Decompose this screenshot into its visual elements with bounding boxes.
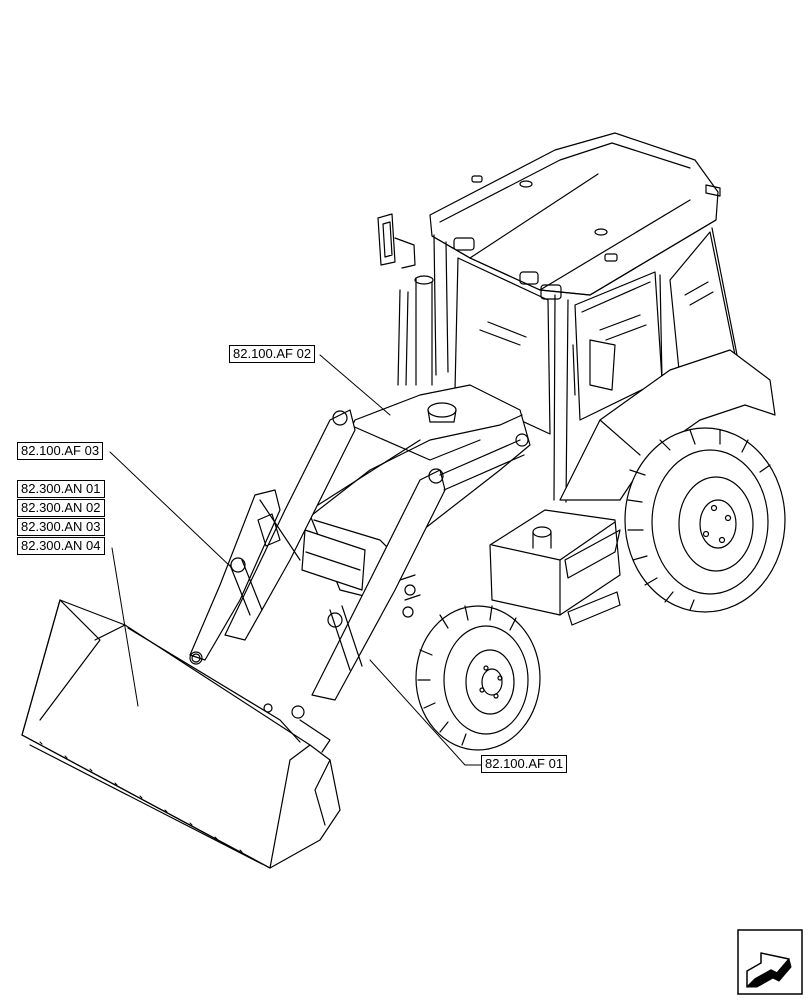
callout-82-300-an-02[interactable]: 82.300.AN 02 — [17, 499, 105, 517]
leader-line-af02 — [319, 354, 391, 416]
rear-wheel — [624, 427, 786, 613]
leader-lines — [109, 354, 482, 766]
callout-82-300-an-01[interactable]: 82.300.AN 01 — [17, 480, 105, 498]
callout-82-300-an-03[interactable]: 82.300.AN 03 — [17, 518, 105, 536]
loader-arms — [189, 409, 529, 753]
leader-line-an04 — [111, 547, 139, 707]
leader-line-af03 — [109, 451, 233, 569]
arrow-forward-icon[interactable] — [737, 929, 803, 995]
callout-82-100-af-01[interactable]: 82.100.AF 01 — [481, 755, 568, 773]
cab — [377, 132, 776, 506]
callout-82-100-af-02[interactable]: 82.100.AF 02 — [229, 345, 316, 363]
leader-line-af01 — [369, 659, 482, 766]
front-wheel — [415, 605, 541, 751]
callout-82-300-an-04[interactable]: 82.300.AN 04 — [17, 537, 105, 555]
callout-82-100-af-03[interactable]: 82.100.AF 03 — [17, 442, 104, 460]
loader-bucket — [21, 599, 341, 869]
